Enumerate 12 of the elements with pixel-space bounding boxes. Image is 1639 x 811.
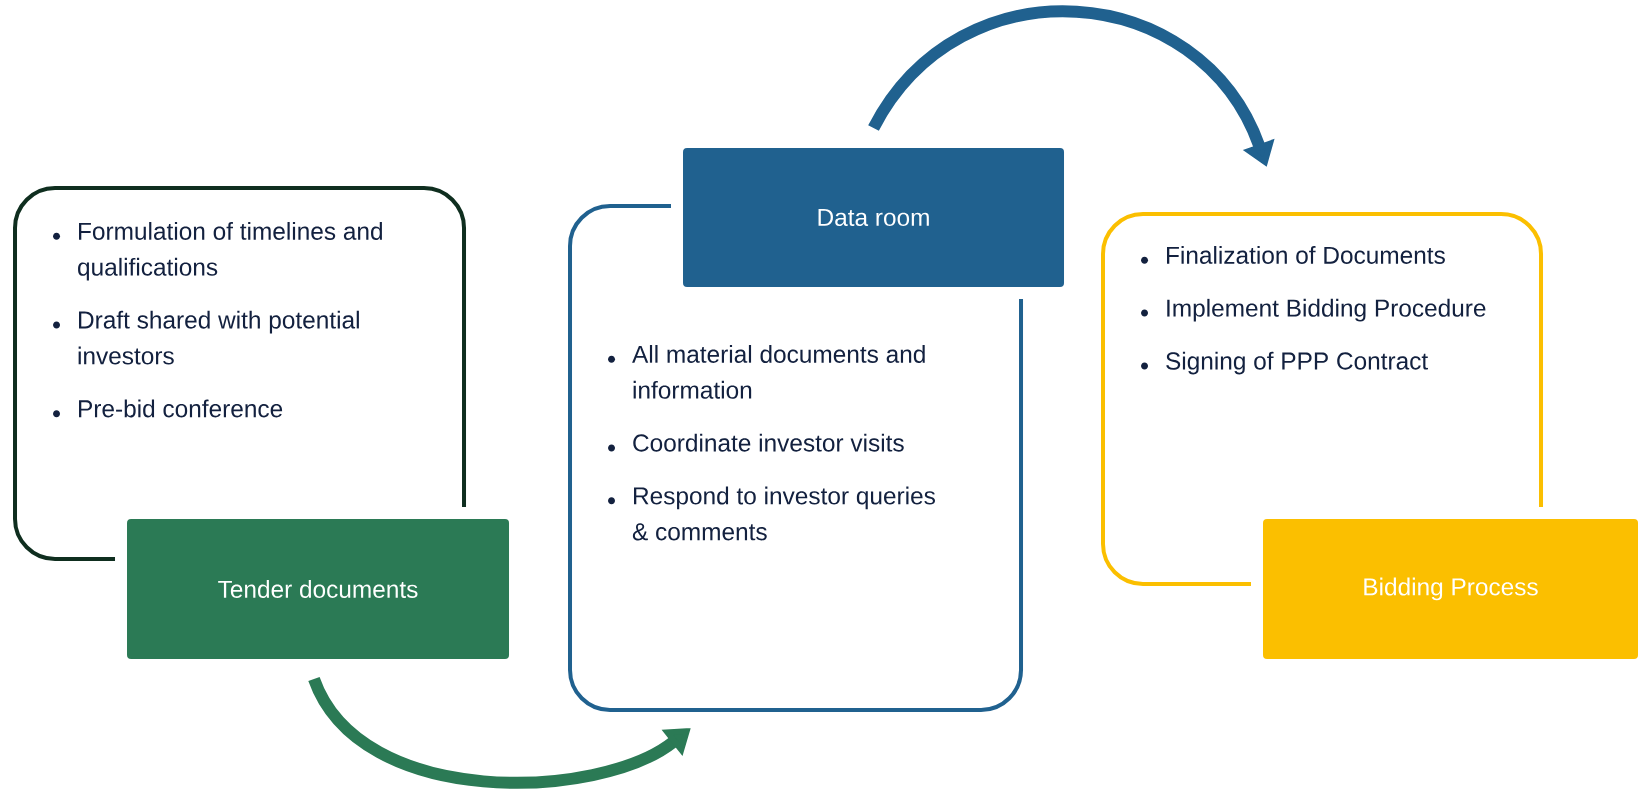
label-box: Bidding Process — [1251, 507, 1639, 671]
bullet-item: Pre-bid conference — [53, 399, 283, 418]
bullet-item: All material documents and information — [608, 345, 925, 399]
bullet-item: Draft shared with potential investors — [53, 310, 359, 365]
bullet-item: Coordinate investor visits — [608, 433, 904, 452]
bullet-item: Implement Bidding Procedure — [1141, 298, 1486, 322]
bullet-item: Formulation of timelines and qualifications — [53, 222, 382, 281]
label-box: Data room — [671, 136, 1076, 299]
bullet-item: Respond to investor queries & comments — [608, 486, 935, 541]
bullet-item: Finalization of Documents — [1141, 246, 1445, 264]
bullet-item: Signing of PPP Contract — [1141, 351, 1428, 375]
label-box: Tender documents — [115, 507, 521, 671]
